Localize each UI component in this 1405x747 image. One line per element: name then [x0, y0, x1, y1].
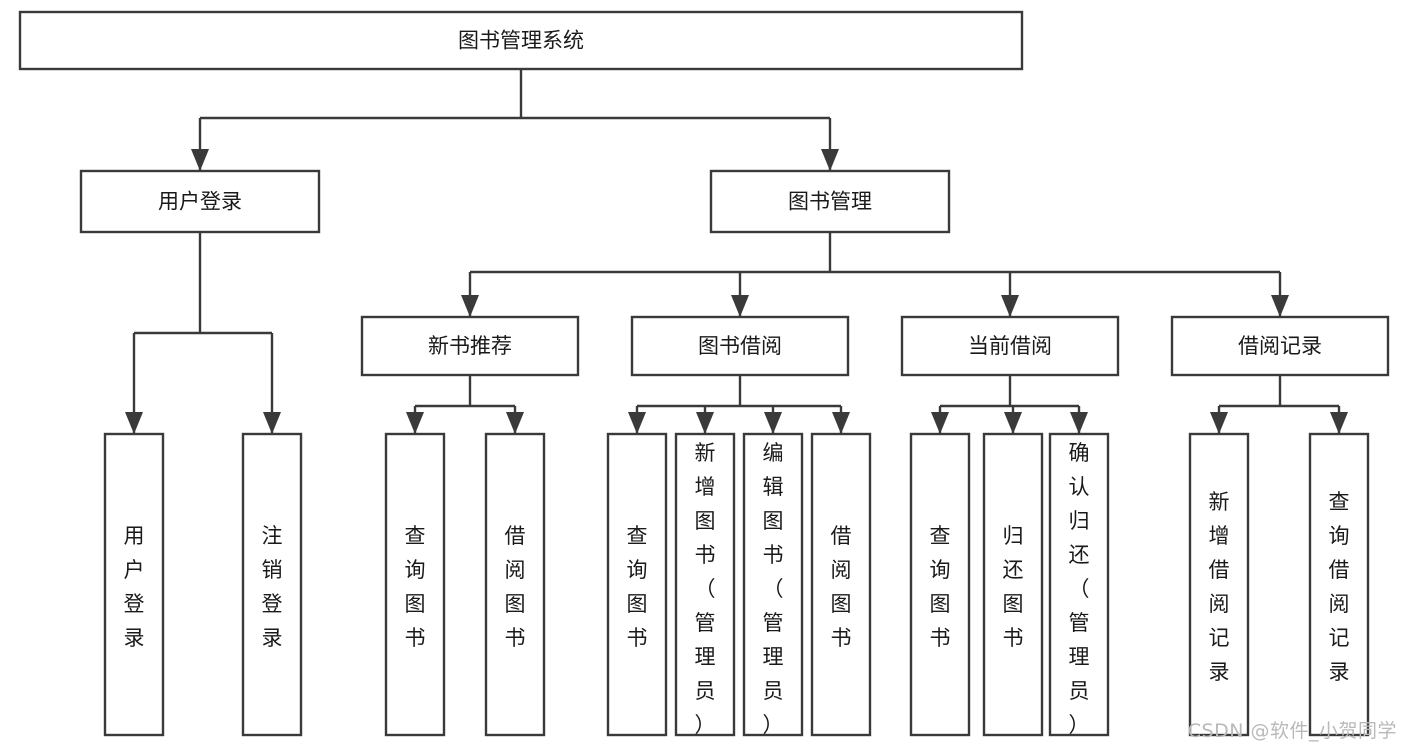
node-label: 查询图书	[627, 524, 648, 650]
node-leaf-return-book[interactable]: 归还图书	[982, 432, 1044, 737]
node-box	[1048, 432, 1110, 737]
node-label: 归还图书	[1003, 524, 1024, 650]
arrow-head-icon	[821, 149, 839, 171]
node-box	[241, 432, 303, 737]
node-user-login[interactable]: 用户登录	[79, 169, 321, 234]
node-leaf-borrow-book-2[interactable]: 借阅图书	[810, 432, 872, 737]
node-borrow-record[interactable]: 借阅记录	[1170, 315, 1390, 377]
node-label: 借阅图书	[831, 524, 852, 650]
node-leaf-query-record[interactable]: 查询借阅记录	[1308, 432, 1370, 737]
arrow-head-icon	[125, 412, 143, 434]
node-box	[384, 432, 446, 737]
node-label: 查询图书	[405, 524, 426, 650]
node-box	[709, 169, 951, 234]
node-label: 用户登录	[124, 524, 145, 650]
arrow-head-icon	[506, 412, 524, 434]
arrow-head-icon	[1004, 412, 1022, 434]
node-box	[18, 10, 1024, 71]
arrow-head-icon	[1271, 295, 1289, 317]
node-box	[606, 432, 668, 737]
node-label: 图书管理	[788, 190, 872, 214]
node-label: 新书推荐	[428, 334, 512, 358]
node-leaf-confirm-return[interactable]: 确认归还（管理员）	[1048, 432, 1110, 737]
node-label: 图书借阅	[698, 334, 782, 358]
node-box	[810, 432, 872, 737]
arrow-head-icon	[1330, 412, 1348, 434]
node-leaf-query-book-1[interactable]: 查询图书	[384, 432, 446, 737]
node-leaf-edit-book[interactable]: 编辑图书（管理员）	[742, 432, 804, 737]
arrow-head-icon	[191, 149, 209, 171]
arrow-head-icon	[931, 412, 949, 434]
node-leaf-user-logout[interactable]: 注销登录	[241, 432, 303, 737]
arrow-head-icon	[1001, 295, 1019, 317]
node-leaf-user-login[interactable]: 用户登录	[103, 432, 165, 737]
node-label: 借阅记录	[1238, 334, 1322, 358]
arrow-head-icon	[731, 295, 749, 317]
node-label: 当前借阅	[968, 334, 1052, 358]
node-label: 查询借阅记录	[1329, 490, 1350, 684]
node-box	[1170, 315, 1390, 377]
arrow-head-icon	[696, 412, 714, 434]
node-label: 确认归还（管理员）	[1069, 441, 1090, 737]
node-box	[1308, 432, 1370, 737]
arrow-head-icon	[764, 412, 782, 434]
node-box	[630, 315, 850, 377]
node-current-borrow[interactable]: 当前借阅	[900, 315, 1120, 377]
node-图书管理系统[interactable]: 图书管理系统	[18, 10, 1024, 71]
node-leaf-add-book[interactable]: 新增图书（管理员）	[674, 432, 736, 737]
node-box	[982, 432, 1044, 737]
node-leaf-borrow-book-1[interactable]: 借阅图书	[484, 432, 546, 737]
node-label: 用户登录	[158, 190, 242, 214]
node-box	[909, 432, 971, 737]
arrow-head-icon	[461, 295, 479, 317]
node-label: 新增借阅记录	[1209, 490, 1230, 684]
connector-layer	[125, 69, 1348, 434]
arrow-head-icon	[832, 412, 850, 434]
arrow-head-icon	[628, 412, 646, 434]
node-book-manage[interactable]: 图书管理	[709, 169, 951, 234]
node-label: 新增图书（管理员）	[695, 441, 716, 737]
node-label: 编辑图书（管理员）	[763, 441, 784, 737]
node-box	[360, 315, 580, 377]
node-leaf-query-book-2[interactable]: 查询图书	[606, 432, 668, 737]
node-label: 图书管理系统	[458, 29, 584, 53]
arrow-head-icon	[1070, 412, 1088, 434]
arrow-head-icon	[1210, 412, 1228, 434]
node-box	[484, 432, 546, 737]
node-label: 查询图书	[930, 524, 951, 650]
node-leaf-add-record[interactable]: 新增借阅记录	[1188, 432, 1250, 737]
node-leaf-query-book-3[interactable]: 查询图书	[909, 432, 971, 737]
arrow-head-icon	[263, 412, 281, 434]
node-new-book-rec[interactable]: 新书推荐	[360, 315, 580, 377]
arrow-head-icon	[406, 412, 424, 434]
node-box	[79, 169, 321, 234]
node-box	[900, 315, 1120, 377]
node-book-borrow[interactable]: 图书借阅	[630, 315, 850, 377]
node-box	[103, 432, 165, 737]
node-label: 注销登录	[262, 524, 283, 650]
node-box	[742, 432, 804, 737]
node-layer: 图书管理系统用户登录图书管理新书推荐图书借阅当前借阅借阅记录用户登录注销登录查询…	[18, 10, 1390, 737]
node-box	[1188, 432, 1250, 737]
node-box	[674, 432, 736, 737]
node-label: 借阅图书	[505, 524, 526, 650]
